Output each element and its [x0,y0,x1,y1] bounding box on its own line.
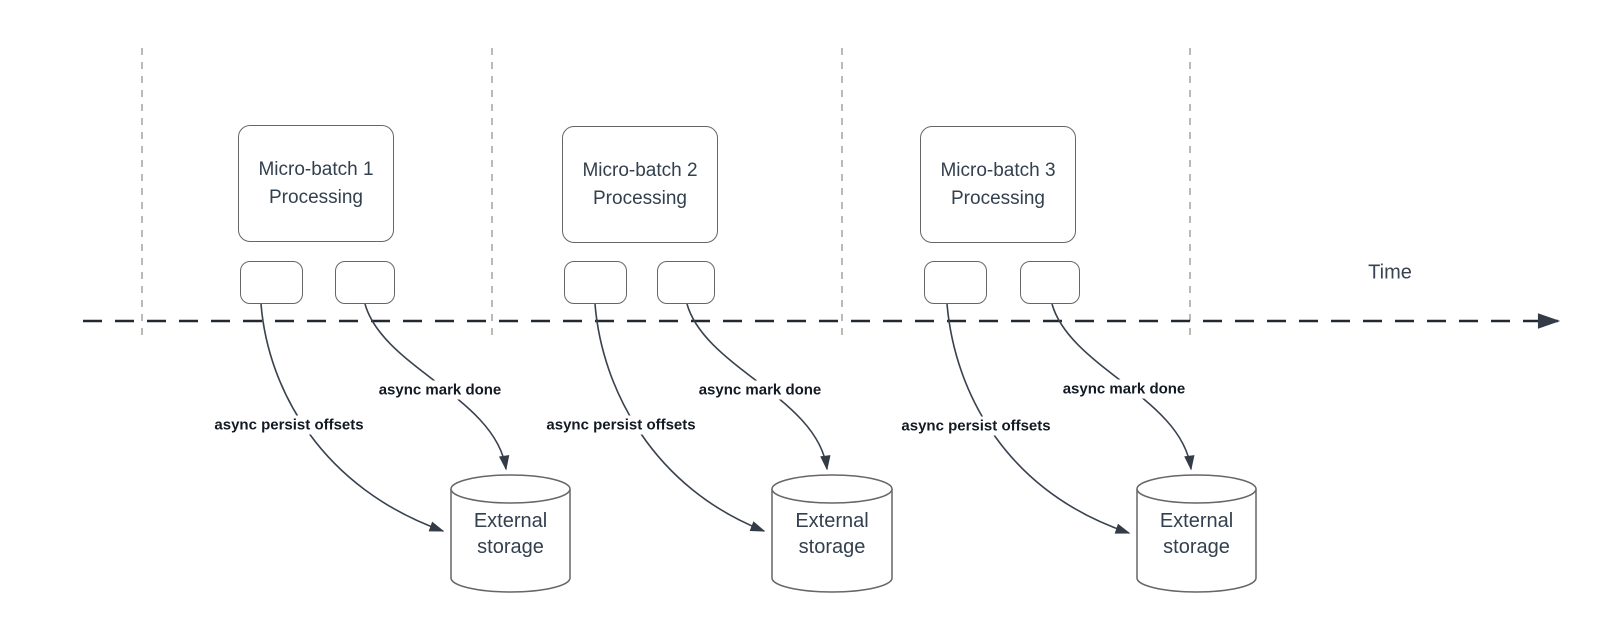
persist-op-box-2 [564,261,627,304]
persist-op-box-1 [240,261,303,304]
done-arrow-label-1: async mark done [375,380,505,400]
micro-batch-box-3: Micro-batch 3 Processing [920,126,1076,243]
micro-batch-box-2: Micro-batch 2 Processing [562,126,718,243]
persist-arrow-label-1: async persist offsets [211,415,367,435]
external-storage-cylinder-1 [450,474,571,593]
done-op-box-2 [657,261,715,304]
micro-batch-box-2-title-line1: Micro-batch 2 [582,159,698,181]
micro-batch-box-2-title-line2: Processing [593,187,687,209]
done-arrow-label-3: async mark done [1059,379,1189,399]
external-storage-cylinder-3 [1136,474,1257,593]
micro-batch-box-1-title-line1: Micro-batch 1 [258,158,374,180]
external-storage-cylinder-2 [771,474,893,593]
micro-batch-box-3-title-line2: Processing [951,187,1045,209]
micro-batch-box-1: Micro-batch 1 Processing [238,125,394,242]
done-op-box-1 [335,261,395,304]
done-op-box-3 [1020,261,1080,304]
persist-arrow-label-3: async persist offsets [898,416,1054,436]
done-arrow-label-2: async mark done [695,380,825,400]
time-label: Time [1368,261,1412,284]
micro-batch-box-3-title-line1: Micro-batch 3 [940,159,1056,181]
micro-batch-box-1-title-line2: Processing [269,186,363,208]
async-persist-arrow-3 [946,303,1131,534]
persist-arrow-label-2: async persist offsets [543,415,699,435]
persist-op-box-3 [924,261,987,304]
